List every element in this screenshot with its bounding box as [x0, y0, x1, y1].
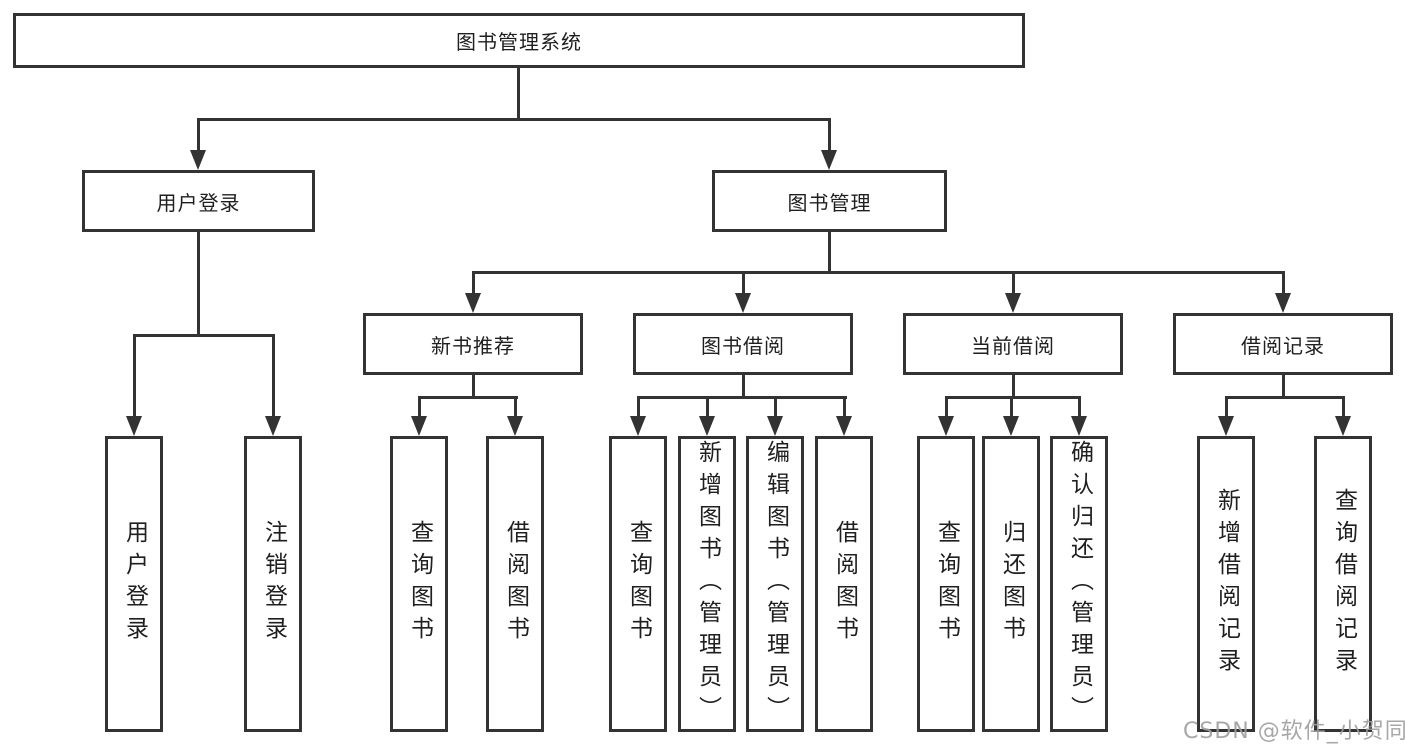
arrow-down-icon — [821, 150, 837, 170]
connector-book-borrow-bar — [637, 396, 847, 399]
connector-drop-borrow-records — [1282, 271, 1285, 295]
leaf-label: 查询借阅记录 — [1330, 488, 1357, 680]
leaf-label: 借阅图书 — [831, 520, 858, 648]
leaf-label: 用户登录 — [121, 520, 148, 648]
connector-drop — [637, 396, 640, 418]
leaf-label: 查询图书 — [625, 520, 652, 648]
arrow-down-icon — [1005, 293, 1021, 313]
connector-current-borrow-stem — [1012, 375, 1015, 398]
connector-new-book-stem — [472, 375, 475, 398]
arrow-down-icon — [265, 416, 281, 436]
connector-user-login-bar — [133, 334, 275, 337]
connector-drop — [706, 396, 709, 418]
arrow-down-icon — [767, 416, 783, 436]
connector-root-bar — [197, 118, 831, 121]
connector-drop-book-borrow — [742, 271, 745, 295]
connector-new-book-bar — [418, 396, 518, 399]
arrow-down-icon — [1218, 416, 1234, 436]
connector-drop — [1078, 396, 1081, 418]
leaf-label: 注销登录 — [260, 520, 287, 648]
arrow-down-icon — [465, 293, 481, 313]
connector-drop — [1342, 396, 1345, 418]
arrow-down-icon — [126, 416, 142, 436]
arrow-down-icon — [630, 416, 646, 436]
connector-book-management-bar — [472, 271, 1285, 274]
node-current-borrow: 当前借阅 — [903, 313, 1123, 375]
leaf-add-borrow-record: 新增借阅记录 — [1197, 436, 1255, 732]
connector-drop — [514, 396, 517, 418]
leaf-label: 借阅图书 — [502, 520, 529, 648]
connector-drop-book-management — [828, 118, 831, 152]
csdn-watermark: CSDN @软件_小贺同学 — [1183, 719, 1405, 744]
leaf-add-book-admin: 新增图书（管理员） — [678, 436, 736, 732]
connector-drop-leaf-user-login — [133, 334, 136, 418]
leaf-label: 编辑图书（管理员） — [762, 440, 789, 728]
node-book-management: 图书管理 — [712, 170, 947, 232]
leaf-return-book: 归还图书 — [982, 436, 1040, 732]
connector-drop-current-borrow — [1012, 271, 1015, 295]
arrow-down-icon — [411, 416, 427, 436]
node-borrow-records: 借阅记录 — [1173, 313, 1393, 375]
arrow-down-icon — [836, 416, 852, 436]
node-root-library-system: 图书管理系统 — [13, 13, 1025, 68]
connector-drop — [1010, 396, 1013, 418]
arrow-down-icon — [699, 416, 715, 436]
connector-current-borrow-bar — [945, 396, 1081, 399]
leaf-borrow-books-recommend: 借阅图书 — [486, 436, 544, 732]
leaf-label: 新增借阅记录 — [1213, 488, 1240, 680]
arrow-down-icon — [1275, 293, 1291, 313]
connector-drop-user-login — [197, 118, 200, 152]
leaf-query-borrow-record: 查询借阅记录 — [1314, 436, 1372, 732]
arrow-down-icon — [938, 416, 954, 436]
connector-drop — [843, 396, 846, 418]
leaf-query-books-current: 查询图书 — [917, 436, 975, 732]
connector-drop-new-book — [472, 271, 475, 295]
leaf-logout: 注销登录 — [244, 436, 302, 732]
node-book-borrow: 图书借阅 — [633, 313, 853, 375]
leaf-confirm-return-admin: 确认归还（管理员） — [1050, 436, 1108, 732]
arrow-down-icon — [190, 150, 206, 170]
leaf-label: 新增图书（管理员） — [694, 440, 721, 728]
leaf-query-books-recommend: 查询图书 — [390, 436, 448, 732]
leaf-borrow-books: 借阅图书 — [815, 436, 873, 732]
arrow-down-icon — [1003, 416, 1019, 436]
leaf-label: 查询图书 — [406, 520, 433, 648]
connector-borrow-records-stem — [1282, 375, 1285, 398]
node-new-book-recommend: 新书推荐 — [363, 313, 583, 375]
connector-borrow-records-bar — [1225, 396, 1345, 399]
connector-user-login-stem — [197, 232, 200, 337]
connector-drop — [1225, 396, 1228, 418]
connector-drop — [418, 396, 421, 418]
connector-book-management-stem — [828, 232, 831, 274]
arrow-down-icon — [507, 416, 523, 436]
leaf-label: 归还图书 — [998, 520, 1025, 648]
arrow-down-icon — [1071, 416, 1087, 436]
arrow-down-icon — [1335, 416, 1351, 436]
node-user-login: 用户登录 — [82, 170, 315, 232]
leaf-query-books-borrow: 查询图书 — [609, 436, 667, 732]
leaf-user-login: 用户登录 — [105, 436, 163, 732]
leaf-label: 查询图书 — [933, 520, 960, 648]
connector-drop-leaf-logout — [272, 334, 275, 418]
connector-drop — [945, 396, 948, 418]
connector-drop — [774, 396, 777, 418]
leaf-label: 确认归还（管理员） — [1066, 440, 1093, 728]
leaf-edit-book-admin: 编辑图书（管理员） — [746, 436, 804, 732]
connector-book-borrow-stem — [742, 375, 745, 398]
arrow-down-icon — [735, 293, 751, 313]
connector-root-stem — [517, 68, 520, 120]
